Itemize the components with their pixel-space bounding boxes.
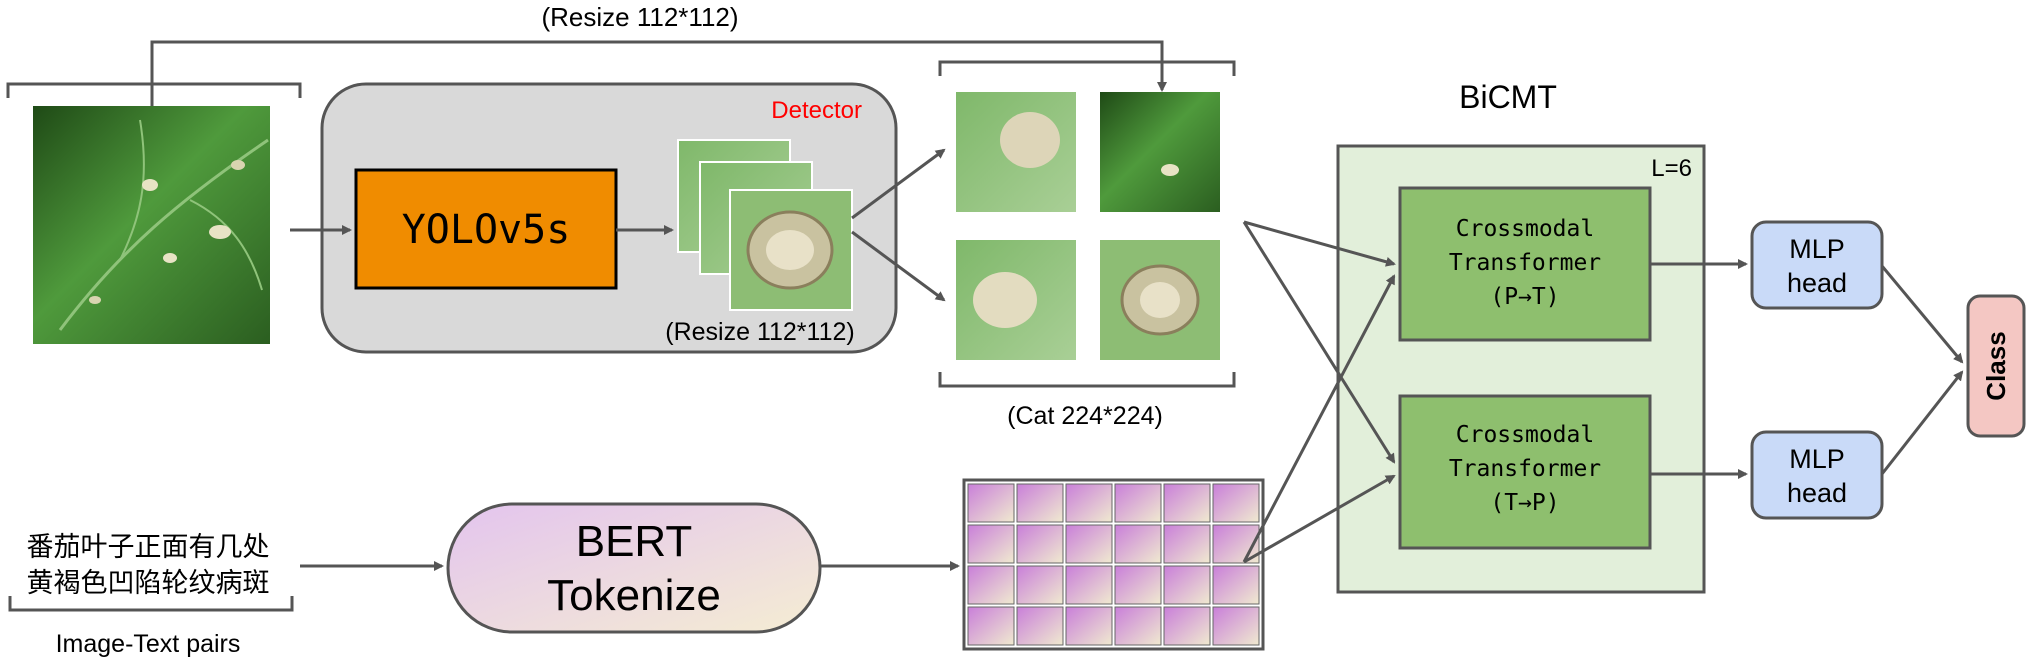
token-cell [1065,606,1113,646]
mlp-head-bottom [1750,430,1884,520]
top-resize-arrow [150,40,1167,106]
image-text-pairs-label: Image-Text pairs [56,630,241,658]
cat-label: (Cat 224*224) [1007,402,1163,430]
bert-tokenize-box [446,502,822,634]
token-cell [1016,606,1064,646]
token-cell [1163,565,1211,605]
token-cell [1114,565,1162,605]
mlp-head-bottom-line-1: MLP [1789,444,1845,474]
token-cell [1114,606,1162,646]
mlp-top-to-class-arrow [1880,265,1964,364]
transformer-2-line-2: Transformer [1449,456,1601,482]
crops-to-grid-arrow-up [851,148,946,220]
input-image-bracket [6,82,302,98]
bert-label-line-2: Tokenize [547,571,721,620]
transformer-2-line-1: Crossmodal [1456,422,1594,448]
resize-detector-label: (Resize 112*112) [665,318,854,346]
token-cell [1163,606,1211,646]
token-cell [1212,565,1260,605]
token-cell [1212,483,1260,523]
text-to-transformer-2-arrow [1243,474,1396,564]
text-input-line-2: 黄褐色凹陷轮纹病斑 [27,568,270,598]
transformer-1-line-2: Transformer [1449,250,1601,276]
yolo-label: YOLOv5s [402,207,571,253]
token-cell [967,483,1015,523]
layers-label: L=6 [1651,155,1692,182]
crops-to-grid-arrow-down [851,230,946,302]
text-input: 番茄叶子正面有几处 黄褐色凹陷轮纹病斑 [27,532,270,598]
detected-crops-stack [677,139,853,311]
text-to-transformer-1-arrow [1242,274,1396,563]
bert-label-line-1: BERT [576,517,693,566]
token-cell [1212,606,1260,646]
token-cell [1065,483,1113,523]
text-input-bracket [8,596,294,612]
token-cell [1163,483,1211,523]
crossmodal-transformer-t-to-p [1398,394,1652,550]
transformer-2-line-3: (T→P) [1490,490,1559,516]
image-to-transformer-1-arrow [1243,220,1396,267]
mlp-head-top-line-1: MLP [1789,234,1845,264]
bicmt-title: BiCMT [1459,79,1557,115]
image-to-transformer-2-arrow [1242,221,1396,464]
token-cell [1114,524,1162,564]
transformer-1-line-3: (P→T) [1490,284,1559,310]
transformer-1-line-1: Crossmodal [1456,216,1594,242]
input-leaf-image [33,106,270,344]
token-cell [1016,483,1064,523]
class-label: Class [1981,331,2011,400]
token-cell [967,565,1015,605]
token-cell [1016,524,1064,564]
mlp-head-top-line-2: head [1787,268,1847,298]
cat-image-grid [956,92,1220,360]
token-cell [1114,483,1162,523]
yolo-box [354,168,618,290]
cat-grid-bottom-bracket [938,372,1236,388]
token-embedding-grid [962,478,1265,651]
cat-grid-top-bracket [938,60,1236,76]
token-cell [1016,565,1064,605]
token-cell [967,606,1015,646]
text-input-line-1: 番茄叶子正面有几处 [27,532,270,562]
token-cell [1163,524,1211,564]
detector-label: Detector [771,97,862,124]
token-cell [967,524,1015,564]
mlp-head-top [1750,220,1884,310]
mlp-head-bottom-line-2: head [1787,478,1847,508]
token-cell [1065,565,1113,605]
class-box [1966,294,2026,438]
crossmodal-transformer-p-to-t [1398,186,1652,342]
token-cell [1065,524,1113,564]
mlp-bottom-to-class-arrow [1880,370,1964,475]
resize-top-label: (Resize 112*112) [541,2,738,32]
